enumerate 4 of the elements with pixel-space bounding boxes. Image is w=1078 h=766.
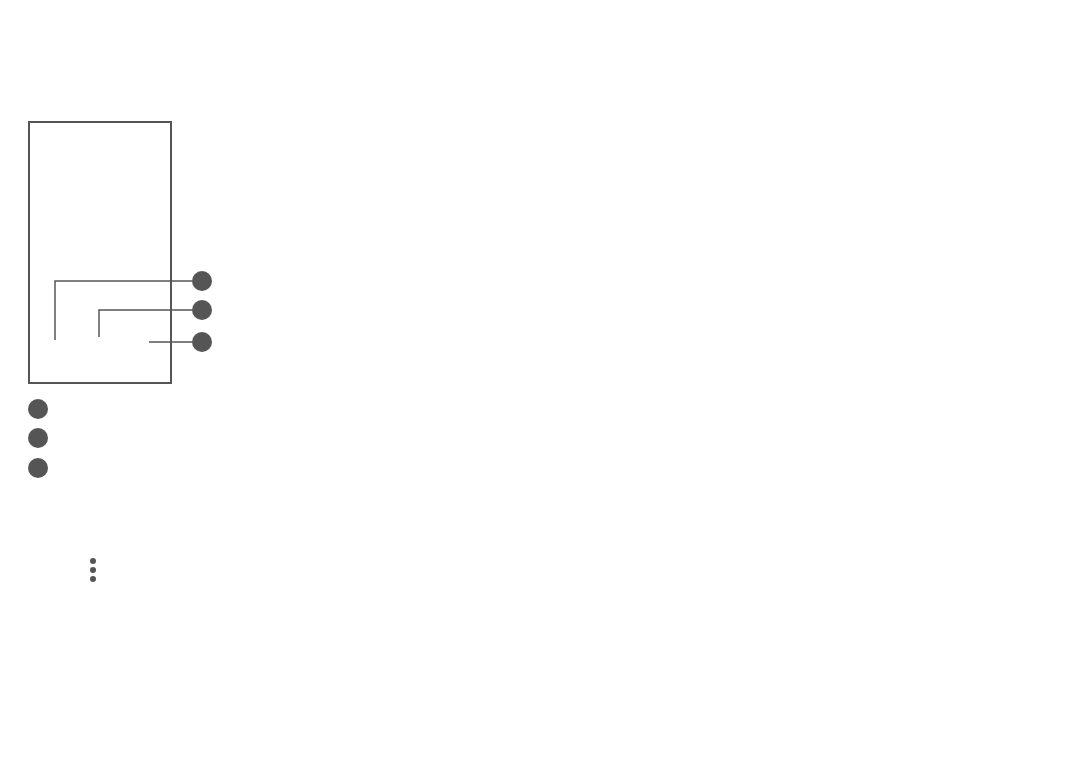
leader-line — [148, 341, 193, 343]
phone-outline — [28, 121, 172, 384]
leader-line — [98, 309, 193, 338]
leader-line — [54, 280, 193, 341]
